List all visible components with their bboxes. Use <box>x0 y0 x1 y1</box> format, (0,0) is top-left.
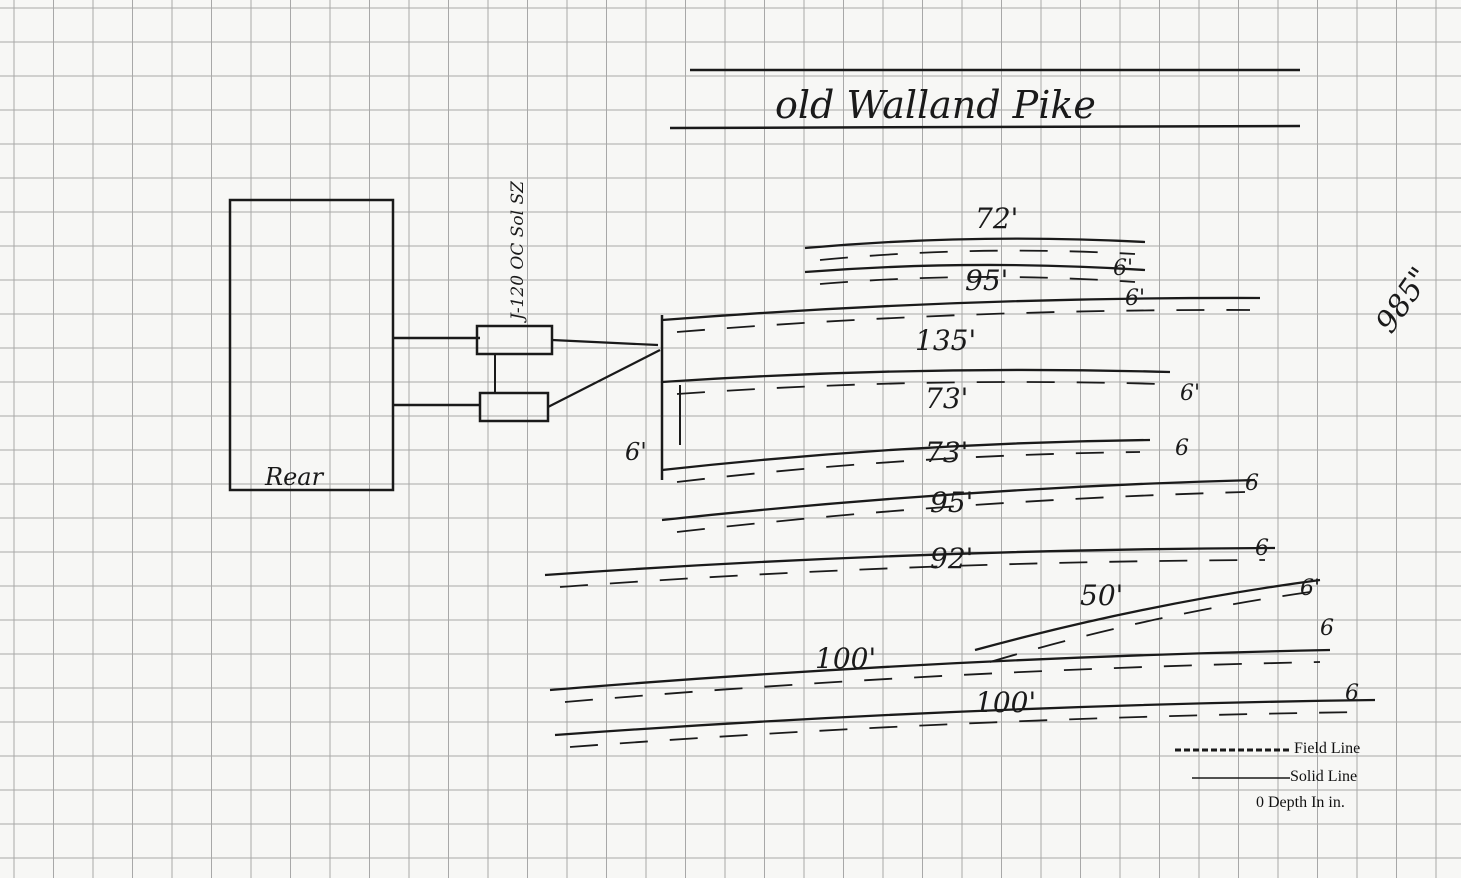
field-line-length-label: 95' <box>930 486 973 519</box>
field-line-length-label: 135' <box>915 324 976 357</box>
header-pipe-2 <box>547 349 661 408</box>
field-lines-group: 72'6'95'6'135'73'6'73'695'692'650'6'100'… <box>544 202 1376 748</box>
road-label: old Walland Pike <box>775 83 1096 127</box>
field-line-end-label: 6' <box>1300 576 1320 601</box>
field-line-length-label: 95' <box>965 264 1008 297</box>
field-line-dashed <box>989 591 1311 663</box>
field-line <box>554 698 1376 737</box>
field-line <box>661 438 1151 472</box>
distribution-box-2 <box>478 391 550 423</box>
field-line-dashed <box>564 661 1321 703</box>
field-line-length-label: 50' <box>1080 579 1123 612</box>
field-line <box>804 237 1146 250</box>
field-line-dashed <box>819 249 1136 261</box>
field-line-length-label: 73' <box>925 382 968 415</box>
legend-field-line-label: Field Line <box>1294 740 1361 757</box>
field-line-end-label: 6 <box>1320 616 1334 641</box>
field-line-length-label: 72' <box>975 202 1018 235</box>
field-line <box>974 578 1321 652</box>
field-line <box>804 263 1146 274</box>
field-line <box>661 296 1261 322</box>
tank-label: Rear <box>264 463 325 491</box>
septic-tank <box>228 198 395 492</box>
field-line <box>549 648 1331 692</box>
field-line-dashed <box>819 276 1136 285</box>
field-line-dashed <box>559 559 1266 588</box>
field-line-end-label: 6 <box>1175 436 1189 461</box>
field-line-length-label: 92' <box>930 542 973 575</box>
field-line-length-label: 73' <box>925 436 968 469</box>
side-note: 985" <box>1369 261 1438 339</box>
field-line <box>661 478 1256 522</box>
field-line-length-label: 100' <box>975 686 1036 719</box>
header-pipe-1 <box>551 338 659 347</box>
legend-depth-label: 0 Depth In in. <box>1256 794 1345 811</box>
field-line-dashed <box>676 381 1161 395</box>
legend-solid-line-label: Solid Line <box>1290 768 1358 785</box>
road-line-bottom <box>669 124 1301 130</box>
field-line-end-label: 6 <box>1345 681 1359 706</box>
tank-side-label: J-120 OC Sol SZ <box>508 180 528 323</box>
field-line-end-label: 6 <box>1255 536 1269 561</box>
left-spacing-label: 6' <box>625 438 647 466</box>
field-line <box>544 546 1276 577</box>
field-line-dashed <box>569 711 1366 748</box>
field-line-end-label: 6' <box>1180 381 1200 406</box>
field-line-dashed <box>676 451 1141 483</box>
field-line-end-label: 6 <box>1245 471 1259 496</box>
field-line-length-label: 100' <box>815 642 876 675</box>
field-line <box>661 368 1171 384</box>
